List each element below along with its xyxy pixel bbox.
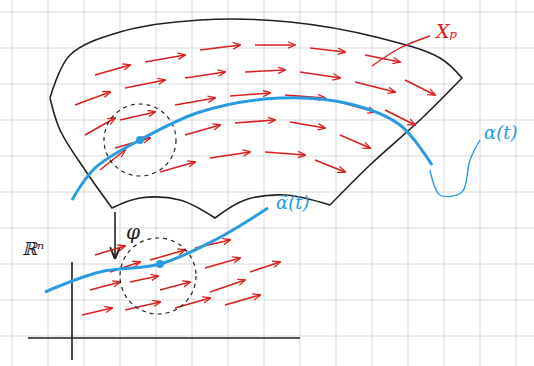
chart-map-label: φ [126, 222, 140, 242]
manifold-outline [50, 19, 462, 218]
point-dot [156, 260, 164, 268]
chart-arrow [114, 212, 116, 258]
space-label: ℝⁿ [22, 240, 44, 258]
point-dot [136, 136, 144, 144]
axes [28, 262, 300, 360]
vector-field-label: Xₚ [436, 22, 457, 41]
vector-field [82, 240, 280, 315]
curve-alpha [72, 98, 432, 200]
leader-line [372, 36, 430, 66]
leader-line [430, 140, 480, 197]
neighbourhood-circle [104, 104, 176, 176]
curve-label: α(t) [484, 124, 517, 142]
curve-label: α̃(t) [276, 194, 309, 212]
neighbourhood-circle [120, 238, 196, 314]
vector-field [75, 45, 435, 172]
curve-alpha-tilde [45, 208, 268, 292]
